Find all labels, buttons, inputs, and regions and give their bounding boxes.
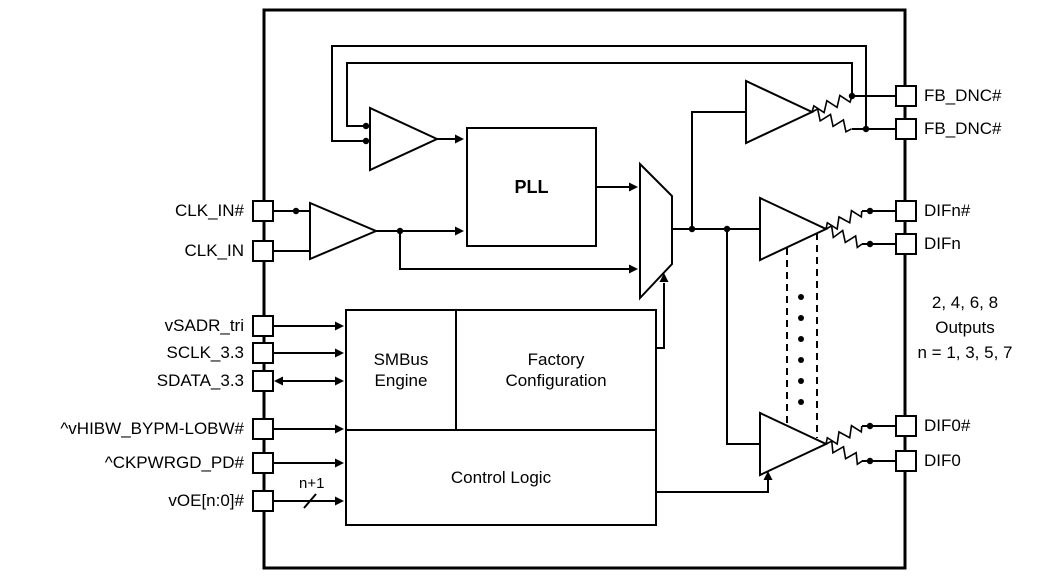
- wire-to-dif0-buffer: [726, 229, 760, 445]
- input-buffer: [309, 201, 379, 261]
- smbus-engine-block: SMBus Engine: [345, 309, 457, 431]
- right-pin-label-fb-dnc-1: FB_DNC#: [924, 86, 1002, 105]
- arrow-ckpwrgd: [335, 458, 344, 468]
- feedback-buffer: [369, 106, 440, 172]
- arrow-output-enable: [763, 471, 773, 480]
- factory-configuration-block: Factory Configuration: [455, 309, 657, 431]
- pin-fb-dnc-2: [895, 118, 917, 140]
- left-pin-label-sdata: SDATA_3.3: [156, 371, 244, 390]
- pin-difn-n: [895, 200, 917, 222]
- difn-output-buffer: [759, 196, 829, 262]
- wire-bypass-to-mux: [399, 231, 629, 270]
- pin-sclk: [252, 342, 274, 364]
- wire-output-enable: [657, 480, 769, 493]
- control-logic-label: Control Logic: [450, 468, 552, 487]
- left-pin-label-vsadr: vSADR_tri: [164, 316, 244, 335]
- right-pin-label-difn: DIFn: [924, 234, 961, 253]
- arrow-mux-select: [659, 273, 669, 282]
- wire-mux-select: [657, 283, 665, 349]
- bus-width-label: n+1: [299, 475, 325, 492]
- pin-dif0: [895, 450, 917, 472]
- right-pin-label-dif0-n: DIF0#: [924, 416, 971, 435]
- resistor-difn-top: [825, 209, 863, 231]
- left-pin-label-ckpwrgd: ^CKPWRGD_PD#: [104, 453, 244, 472]
- arrow-sdata-left: [274, 376, 283, 386]
- control-logic-block: Control Logic: [345, 429, 657, 526]
- pin-fb-dnc-1: [895, 85, 917, 107]
- outputs-note-line3: n = 1, 3, 5, 7: [917, 343, 1013, 362]
- pin-squares: [252, 85, 917, 512]
- right-pin-label-fb-dnc-2: FB_DNC#: [924, 119, 1002, 138]
- wire-feedback-outer: [331, 45, 867, 142]
- pin-voe: [252, 490, 274, 512]
- left-pin-label-hibw: ^vHIBW_BYPM-LOBW#: [60, 419, 244, 438]
- resistors: [811, 94, 863, 466]
- pin-ckpwrgd-pd: [252, 452, 274, 474]
- arrow-into-mux-bypass: [629, 264, 638, 274]
- arrowheads: [274, 134, 773, 506]
- right-pin-label-difn-n: DIFn#: [924, 201, 971, 220]
- repeat-ellipsis: [798, 294, 804, 405]
- left-pin-label-sclk: SCLK_3.3: [166, 343, 245, 362]
- arrow-voe: [335, 496, 344, 506]
- pin-sdata: [252, 370, 274, 392]
- buffers: [309, 79, 829, 477]
- left-pin-label-clk-in-n: CLK_IN#: [175, 201, 244, 220]
- outputs-note: 2, 4, 6, 8 Outputs n = 1, 3, 5, 7: [903, 290, 1027, 365]
- left-pin-label-voe: vOE[n:0]#: [168, 491, 244, 510]
- pin-hibw-bypm-lobw: [252, 418, 274, 440]
- smbus-engine-label: SMBus Engine: [373, 350, 429, 390]
- dif0-output-buffer: [759, 411, 829, 477]
- arrow-into-pll-fb: [455, 134, 464, 144]
- factory-configuration-label: Factory Configuration: [505, 350, 607, 390]
- arrow-vsadr: [335, 321, 344, 331]
- pin-clk-in-n: [252, 200, 274, 222]
- chip-boundary: [262, 8, 907, 570]
- outputs-note-line1: 2, 4, 6, 8: [931, 293, 999, 312]
- junction-dots: [292, 92, 874, 465]
- wire-feedback-inner: [346, 62, 853, 127]
- pll-label: PLL: [514, 176, 549, 197]
- bus-slash: [303, 493, 317, 509]
- outputs-note-line2: Outputs: [935, 318, 995, 337]
- resistor-difn-bottom: [825, 224, 863, 249]
- right-pin-label-dif0: DIF0: [924, 451, 961, 470]
- wire-to-fb-buffer: [691, 111, 746, 229]
- arrow-sclk: [335, 348, 344, 358]
- pin-dif0-n: [895, 415, 917, 437]
- pll-block: PLL: [466, 127, 597, 247]
- wires: [273, 45, 896, 509]
- resistor-dif0-bottom: [825, 439, 863, 466]
- resistor-dif0-top: [825, 424, 863, 446]
- resistor-fb-bottom: [811, 107, 852, 134]
- arrow-into-pll-clk: [455, 226, 464, 236]
- arrow-into-mux-pll: [629, 182, 638, 192]
- pin-difn: [895, 233, 917, 255]
- fb-output-buffer: [745, 79, 815, 145]
- arrow-sdata-right: [335, 376, 344, 386]
- mux: [639, 161, 673, 301]
- pin-vsadr-tri: [252, 315, 274, 337]
- pin-clk-in: [252, 240, 274, 262]
- arrow-hibw: [335, 424, 344, 434]
- left-pin-label-clk-in: CLK_IN: [184, 241, 244, 260]
- resistor-fb-top: [811, 94, 853, 114]
